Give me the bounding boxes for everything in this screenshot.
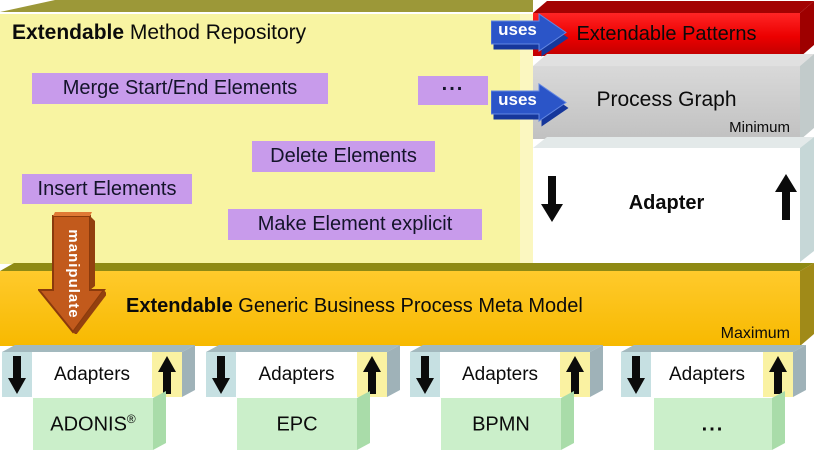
tool-label: ... [701,413,725,436]
patterns-box-right-face [800,1,814,57]
tool-box-right-face [153,391,166,450]
adapters-label: Adapters [258,363,335,385]
adapters-block-adonis: Adapters [2,352,182,397]
repository-box-top-face [0,0,533,12]
down-arrow-icon [627,355,645,394]
op-make-explicit-label: Make Element explicit [228,209,482,240]
up-strip [357,352,387,397]
process-graph-right-face [800,54,814,140]
down-strip [410,352,440,397]
adapter-box: Adapter [533,148,800,262]
adapter-box-right-face [800,137,814,262]
uses-arrow-process-graph: uses [490,83,569,129]
down-arrow-icon [8,355,26,394]
process-graph-box: Process Graph Minimum [533,66,800,139]
down-strip [621,352,651,397]
adapters-block-right-face [793,345,806,397]
adapters-block-right-face [387,345,400,397]
up-arrow-icon [363,355,381,394]
meta-model-title-bold: Extendable [126,295,233,317]
op-merge-label: Merge Start/End Elements [32,73,328,104]
manipulate-label: manipulate [65,229,82,319]
adapters-block-top-face [2,345,195,352]
adapters-label: Adapters [53,363,131,385]
meta-model-title-rest: Generic Business Process Meta Model [232,295,583,317]
adapter-label: Adapter [628,192,705,214]
repository-title-bold: Extendable [12,21,125,44]
op-insert-label: Insert Elements [22,174,192,204]
adapter-box-top-face [533,137,814,148]
uses-arrow-patterns: uses [490,13,569,59]
down-strip [206,352,236,397]
maximum-annotation: Maximum [720,325,790,342]
adapters-block-epc: Adapters [206,352,387,397]
patterns-box-top-face [533,1,814,13]
repository-title: Extendable Method Repository [12,21,306,45]
tool-label: ADONIS® [50,411,136,436]
tool-box-bpmn: BPMN [441,398,561,450]
down-arrow-icon [416,355,434,394]
adapters-block-top-face [621,345,806,352]
op-ellipsis-label: ... [418,73,488,105]
up-arrow-icon [566,355,584,394]
manipulate-arrow [36,212,107,335]
tool-box-adonis: ADONIS® [33,398,153,450]
op-delete-label: Delete Elements [252,141,435,172]
process-graph-top-face [533,54,814,66]
down-arrow-icon [541,176,563,222]
meta-model-title: Extendable Generic Business Process Meta… [126,295,583,318]
uses-arrow-icon [490,13,569,57]
adapters-label: Adapters [461,363,539,385]
up-arrow-icon [158,355,176,394]
minimum-annotation: Minimum [729,119,790,136]
adapters-block-top-face [410,345,603,352]
manipulate-arrow-icon [36,212,107,335]
tool-label: BPMN [472,413,530,436]
up-arrow-icon [775,174,797,220]
tool-box-right-face [357,391,370,450]
down-strip [2,352,32,397]
adapters-block-right-face [182,345,195,397]
patterns-label: Extendable Patterns [576,23,757,45]
up-arrow-icon [769,355,787,394]
up-strip [763,352,793,397]
meta-model-box: Extendable Generic Business Process Meta… [0,271,800,346]
adapters-block-top-face [206,345,400,352]
tool-label: EPC [276,413,318,436]
down-arrow-icon [212,355,230,394]
tool-box-right-face [772,391,785,450]
adapters-block-right-face [590,345,603,397]
repository-box-right-face [520,14,533,264]
meta-model-top-face [0,263,814,271]
adapters-label: Adapters [668,363,746,385]
process-graph-label: Process Graph [596,88,737,111]
tool-box-right-face [561,391,574,450]
uses-label: uses [498,20,537,39]
uses-arrow-icon [490,83,569,127]
adapters-block-other: Adapters [621,352,793,397]
repository-title-rest: Method Repository [124,21,307,44]
up-strip [560,352,590,397]
tool-box-other: ... [654,398,772,450]
meta-model-right-face [800,263,814,346]
up-strip [152,352,182,397]
uses-label: uses [498,90,537,109]
patterns-box: Extendable Patterns [533,13,800,56]
tool-box-epc: EPC [237,398,357,450]
adapters-block-bpmn: Adapters [410,352,590,397]
